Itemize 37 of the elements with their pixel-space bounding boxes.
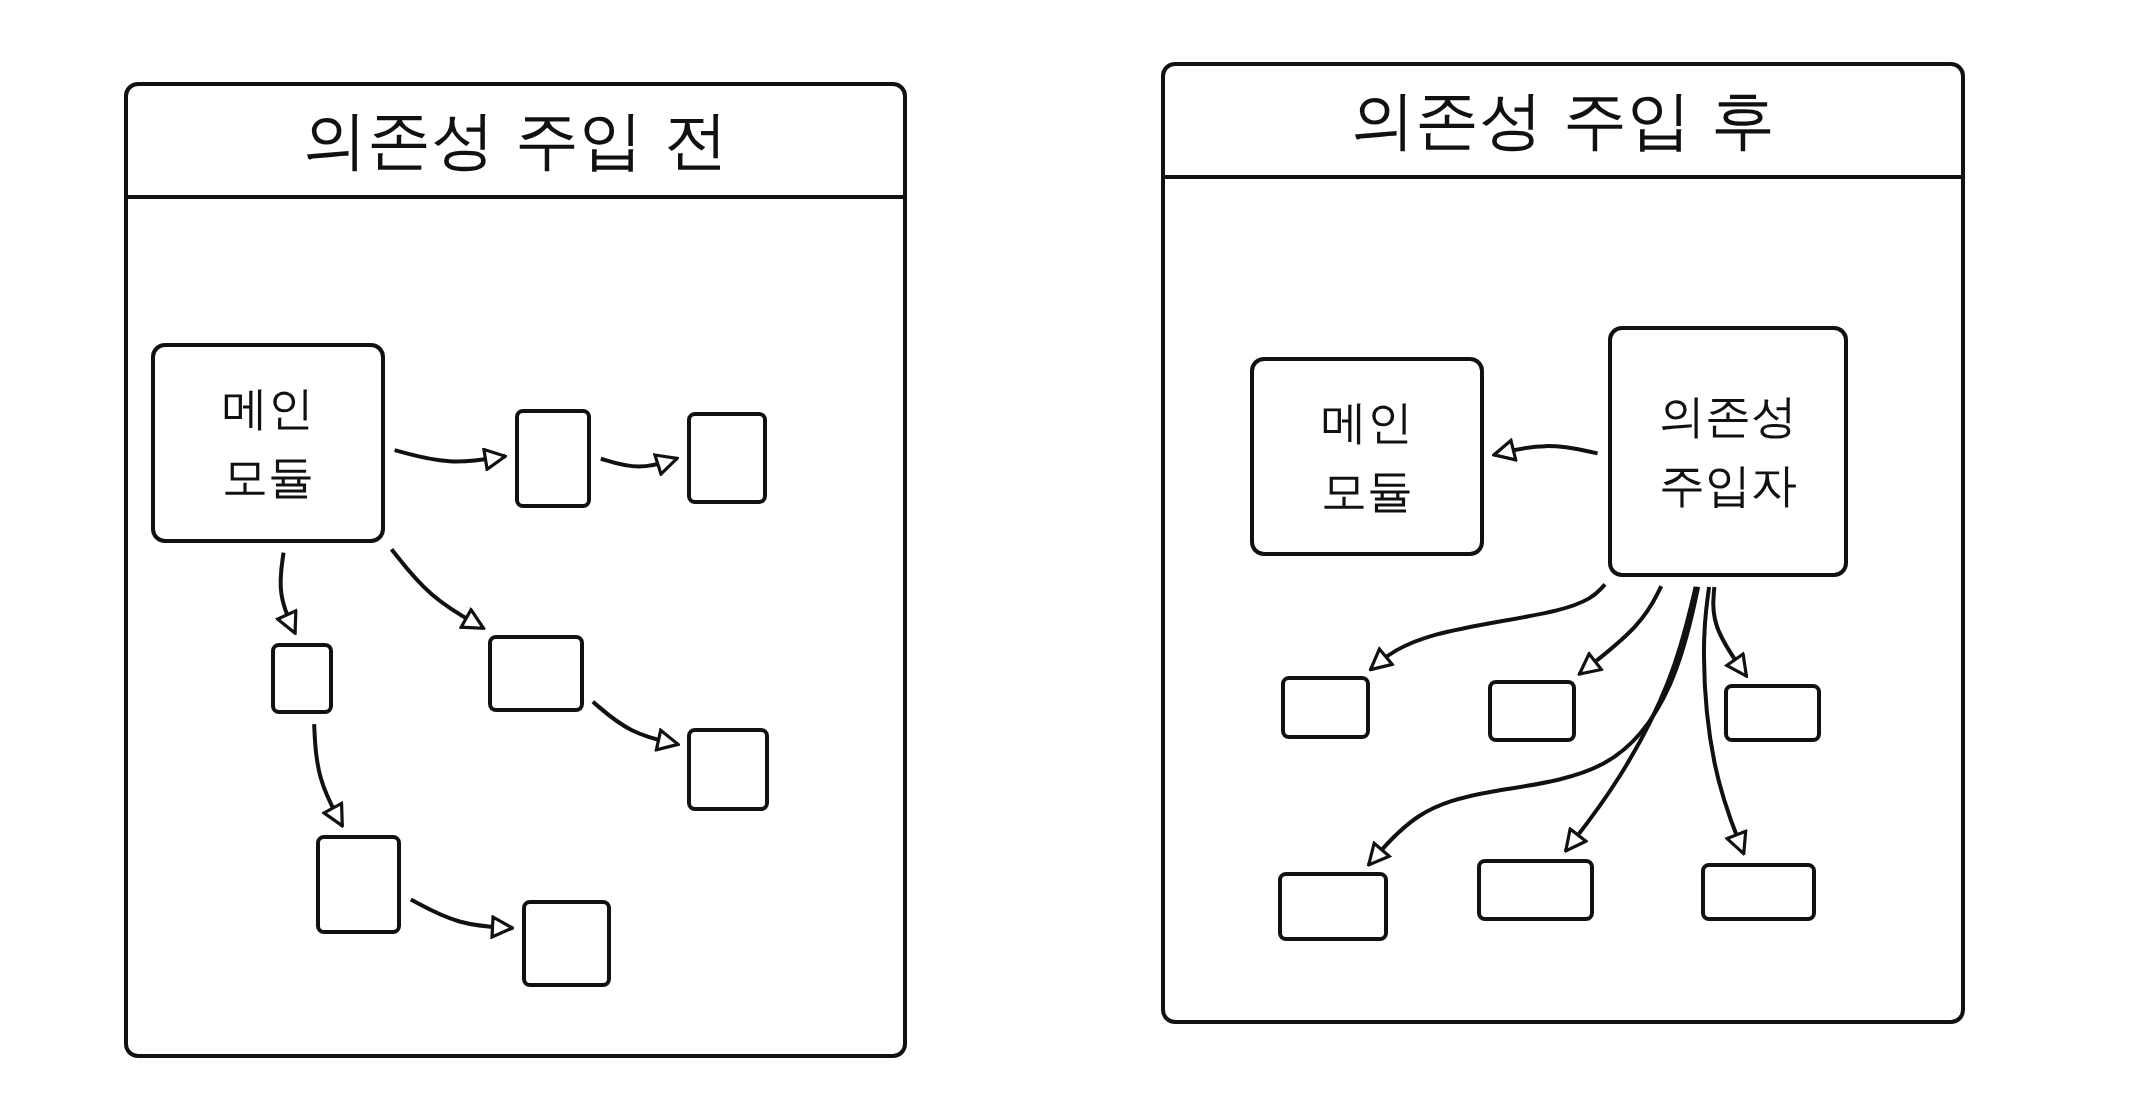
panel-frame <box>1161 61 1965 1024</box>
empty-box <box>1280 676 1370 740</box>
arrow <box>600 453 679 476</box>
module-box <box>151 343 385 543</box>
empty-box <box>1277 872 1388 942</box>
arrow <box>276 552 298 635</box>
empty-box <box>687 412 767 505</box>
panel-frame <box>123 82 907 1058</box>
module-label: 메인 모듈 <box>1320 393 1415 520</box>
arrow <box>1711 586 1749 678</box>
arrow <box>1577 585 1664 676</box>
empty-box <box>316 835 402 935</box>
module-box <box>1607 325 1848 578</box>
empty-box <box>1488 680 1576 742</box>
arrow <box>1492 438 1598 462</box>
empty-box <box>1701 862 1817 921</box>
empty-box <box>487 634 584 712</box>
arrow <box>389 548 486 630</box>
arrow <box>1701 586 1748 856</box>
empty-box <box>687 728 770 811</box>
panel-heading: 의존성 주입 후 <box>1350 81 1776 159</box>
arrow <box>312 724 344 828</box>
empty-box <box>1724 684 1821 742</box>
panel-heading: 의존성 주입 전 <box>302 102 728 180</box>
arrow <box>1367 586 1701 867</box>
arrow <box>591 700 680 752</box>
arrow <box>394 447 507 471</box>
arrow <box>1368 583 1607 672</box>
empty-box <box>1477 858 1594 921</box>
empty-box <box>515 409 591 509</box>
module-label: 메인 모듈 <box>220 380 315 507</box>
arrow <box>1564 586 1698 853</box>
empty-box <box>522 899 612 987</box>
module-label: 의존성 주입자 <box>1657 388 1798 515</box>
arrow <box>409 897 515 939</box>
empty-box <box>270 643 333 715</box>
module-box <box>1250 357 1484 557</box>
